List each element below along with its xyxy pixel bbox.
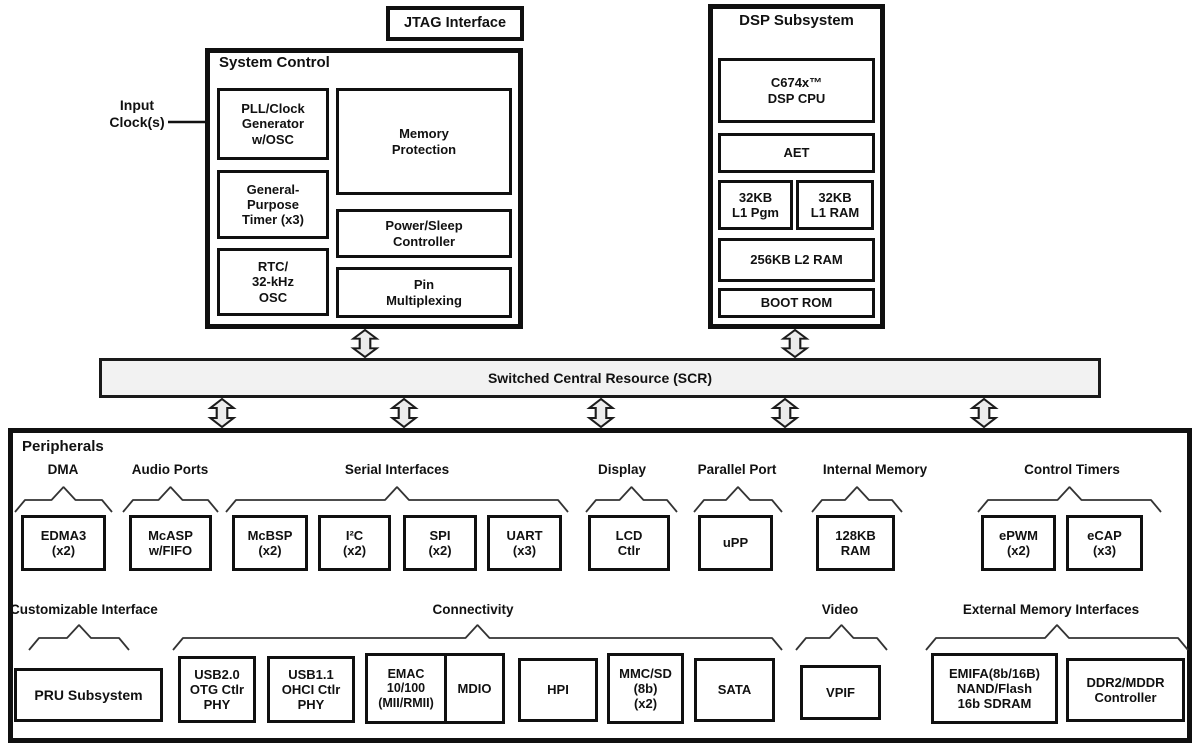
brace-control-timers-icon	[977, 486, 1162, 513]
i2c-box: I²C (x2)	[318, 515, 391, 571]
ddr2-mddr-box: DDR2/MDDR Controller	[1066, 658, 1185, 722]
l1-pgm-box: 32KB L1 Pgm	[718, 180, 793, 230]
epwm-box: ePWM (x2)	[981, 515, 1056, 571]
group-header-customizable-interface: Customizable Interface	[10, 602, 158, 617]
group-header-display: Display	[597, 462, 647, 477]
emac-box: EMAC 10/100 (MII/RMII)	[378, 666, 434, 710]
brace-serial-interfaces-icon	[225, 486, 569, 513]
brace-external-memory-icon	[925, 624, 1189, 651]
brace-customizable-interface-icon	[28, 624, 130, 651]
group-header-external-memory-interfaces: External Memory Interfaces	[962, 602, 1140, 617]
double-arrow-icon	[780, 329, 810, 358]
aet-box: AET	[718, 133, 875, 173]
group-header-serial-interfaces: Serial Interfaces	[344, 462, 450, 477]
group-header-video: Video	[821, 602, 859, 617]
usb11-ohci-box: USB1.1 OHCI Ctlr PHY	[267, 656, 355, 723]
peripherals-title: Peripherals	[22, 438, 104, 455]
brace-dma-icon	[14, 486, 113, 513]
rtc-osc-box: RTC/ 32-kHz OSC	[217, 248, 329, 316]
double-arrow-icon	[350, 329, 380, 358]
group-header-dma: DMA	[47, 462, 79, 477]
brace-audio-ports-icon	[122, 486, 219, 513]
mcbsp-box: McBSP (x2)	[232, 515, 308, 571]
emifa-box: EMIFA(8b/16B) NAND/Flash 16b SDRAM	[931, 653, 1058, 724]
group-header-internal-memory: Internal Memory	[822, 462, 928, 477]
brace-display-icon	[585, 486, 678, 513]
pin-multiplexing-box: Pin Multiplexing	[336, 267, 512, 318]
pll-clock-generator-box: PLL/Clock Generator w/OSC	[217, 88, 329, 160]
l2-ram-box: 256KB L2 RAM	[718, 238, 875, 282]
gp-timer-box: General- Purpose Timer (x3)	[217, 170, 329, 239]
sata-box: SATA	[694, 658, 775, 722]
group-header-parallel-port: Parallel Port	[697, 462, 777, 477]
spi-box: SPI (x2)	[403, 515, 477, 571]
input-clock-label: Input Clock(s)	[109, 97, 165, 131]
uart-box: UART (x3)	[487, 515, 562, 571]
system-control-title: System Control	[219, 54, 330, 71]
upp-box: uPP	[698, 515, 773, 571]
brace-video-icon	[795, 624, 888, 651]
brace-internal-memory-icon	[811, 486, 903, 513]
double-arrow-icon	[770, 398, 800, 428]
jtag-interface-box: JTAG Interface	[386, 6, 524, 41]
mmc-sd-box: MMC/SD (8b) (x2)	[607, 653, 684, 724]
group-header-control-timers: Control Timers	[1024, 462, 1120, 477]
memory-protection-box: Memory Protection	[336, 88, 512, 195]
mdio-box: MDIO	[444, 656, 502, 721]
brace-parallel-port-icon	[693, 486, 783, 513]
double-arrow-icon	[389, 398, 419, 428]
dsp-cpu-box: C674x™ DSP CPU	[718, 58, 875, 123]
mcasp-box: McASP w/FIFO	[129, 515, 212, 571]
pru-subsystem-box: PRU Subsystem	[14, 668, 163, 722]
edma3-box: EDMA3 (x2)	[21, 515, 106, 571]
l1-ram-box: 32KB L1 RAM	[796, 180, 874, 230]
brace-connectivity-icon	[172, 624, 783, 651]
emac-mdio-box: EMAC 10/100 (MII/RMII) MDIO	[365, 653, 505, 724]
double-arrow-icon	[969, 398, 999, 428]
group-header-connectivity: Connectivity	[432, 602, 514, 617]
vpif-box: VPIF	[800, 665, 881, 720]
group-header-audio-ports: Audio Ports	[131, 462, 209, 477]
scr-bus-bar: Switched Central Resource (SCR)	[99, 358, 1101, 398]
power-sleep-controller-box: Power/Sleep Controller	[336, 209, 512, 258]
double-arrow-icon	[586, 398, 616, 428]
lcd-ctlr-box: LCD Ctlr	[588, 515, 670, 571]
ram-128kb-box: 128KB RAM	[816, 515, 895, 571]
dsp-subsystem-title: DSP Subsystem	[739, 12, 854, 29]
usb20-otg-box: USB2.0 OTG Ctlr PHY	[178, 656, 256, 723]
boot-rom-box: BOOT ROM	[718, 288, 875, 318]
ecap-box: eCAP (x3)	[1066, 515, 1143, 571]
double-arrow-icon	[207, 398, 237, 428]
hpi-box: HPI	[518, 658, 598, 722]
